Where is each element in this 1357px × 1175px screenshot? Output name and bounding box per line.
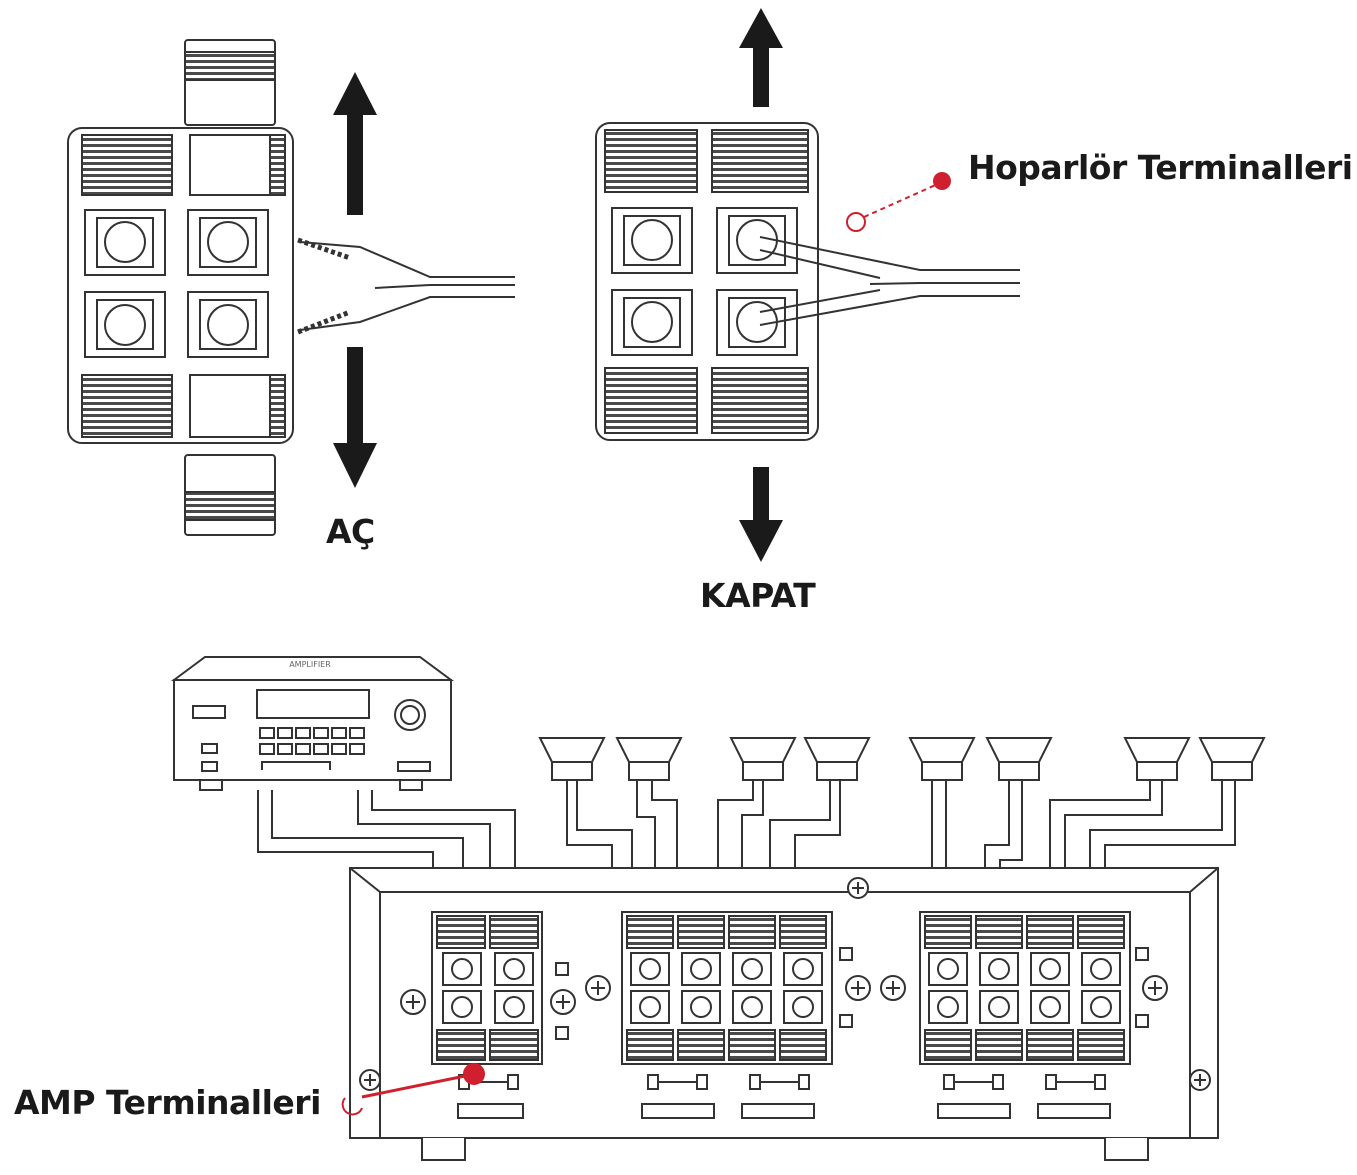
speakers [538, 737, 1266, 781]
speaker-terminal-callout [846, 172, 951, 232]
arrow-up-icon [739, 8, 783, 107]
speaker-icon [538, 737, 606, 781]
screw-icon [847, 877, 869, 899]
open-label: AÇ [326, 512, 375, 551]
speaker-icon [615, 737, 683, 781]
close-label: KAPAT [700, 576, 816, 615]
terminal-block-amp [431, 911, 543, 1065]
screw-icon [845, 975, 871, 1001]
amplifier-device [170, 656, 455, 791]
screw-icon [550, 989, 576, 1015]
screw-icon [1189, 1069, 1211, 1091]
terminal-block-zone-1 [621, 911, 833, 1065]
terminal-block-zone-2 [919, 911, 1131, 1065]
zone-switches [457, 1074, 1111, 1119]
arrow-down-icon [739, 467, 783, 562]
amplifier-device-label: AMPLIFIER [289, 660, 331, 669]
cable-connected [759, 236, 1020, 326]
arrow-down-icon [333, 347, 377, 488]
speaker-icon [1198, 737, 1266, 781]
speaker-icon [908, 737, 976, 781]
speaker-icon [729, 737, 797, 781]
screw-icon [1142, 975, 1168, 1001]
screw-icon [400, 989, 426, 1015]
amp-terminals-label: AMP Terminalleri [14, 1083, 321, 1122]
speaker-icon [1123, 737, 1191, 781]
screw-icon [359, 1069, 381, 1091]
connector-closed [595, 122, 819, 441]
screw-icon [880, 975, 906, 1001]
screw-icon [585, 975, 611, 1001]
arrow-up-icon [333, 72, 377, 215]
speaker-terminals-label: Hoparlör Terminalleri [968, 148, 1353, 187]
connector-open [67, 39, 294, 536]
speaker-icon [803, 737, 871, 781]
cable-stripped [297, 237, 515, 335]
speaker-icon [985, 737, 1053, 781]
amp-terminal-callout [341, 1063, 485, 1116]
